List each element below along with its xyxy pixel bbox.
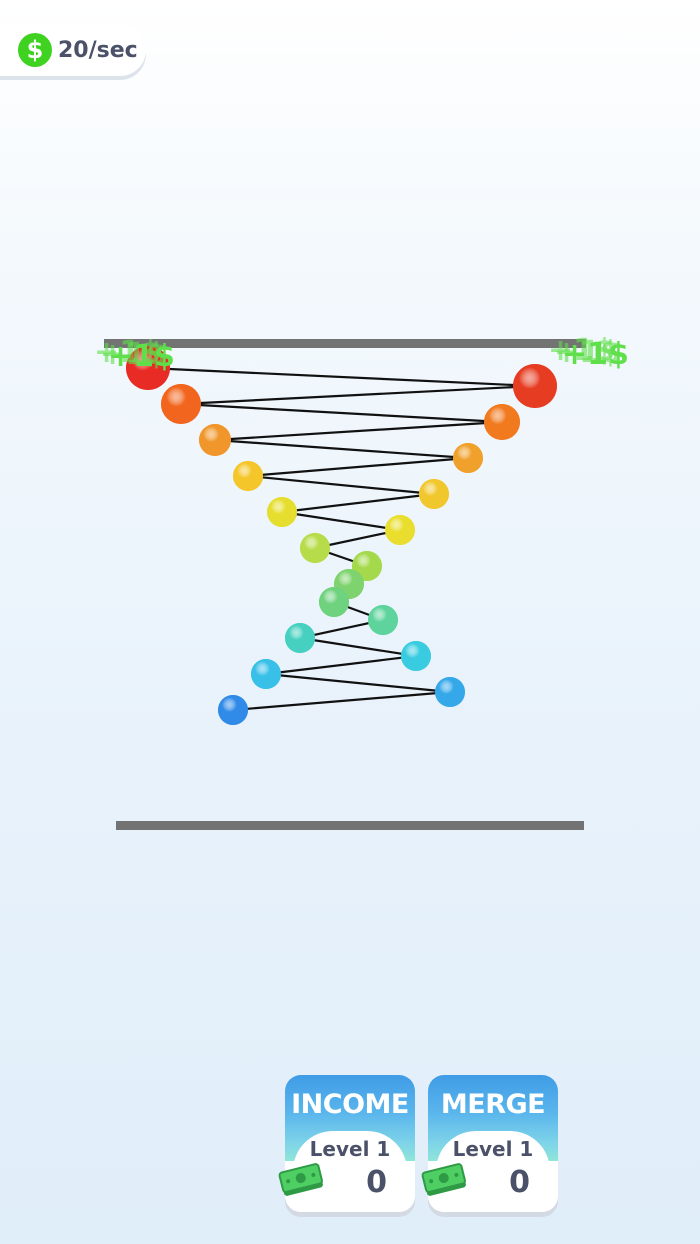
- reward-text: +1$: [554, 335, 621, 370]
- dollar-coin-icon: $: [18, 33, 52, 67]
- rope-segment: [299, 636, 417, 658]
- rope-segment: [247, 474, 435, 496]
- rope-segment: [281, 492, 435, 514]
- ball[interactable]: [126, 346, 170, 390]
- reward-text: +1$: [548, 333, 615, 368]
- rope-segment: [265, 672, 451, 694]
- rope-segment: [180, 402, 503, 424]
- rope-segment: [281, 510, 401, 532]
- income-cost: 0: [366, 1165, 387, 1200]
- ball[interactable]: [300, 533, 330, 563]
- ball[interactable]: [319, 587, 349, 617]
- ball[interactable]: [453, 443, 483, 473]
- income-upgrade-button[interactable]: INCOME Level 1 0: [285, 1075, 415, 1212]
- income-title: INCOME: [291, 1089, 409, 1120]
- merge-cost: 0: [509, 1165, 530, 1200]
- ball[interactable]: [513, 364, 557, 408]
- rope-segment: [214, 420, 503, 442]
- top-bar: [104, 339, 586, 348]
- reward-text: +1$: [94, 335, 161, 370]
- ball[interactable]: [251, 659, 281, 689]
- currency-symbol: $: [26, 36, 44, 64]
- income-level: Level 1: [309, 1137, 391, 1161]
- rope-segment: [247, 456, 469, 478]
- ball[interactable]: [233, 461, 263, 491]
- ball[interactable]: [218, 695, 248, 725]
- reward-text: +1$: [108, 339, 175, 374]
- rope-segment: [147, 366, 536, 388]
- rope-segment: [214, 438, 469, 460]
- merge-title: MERGE: [440, 1089, 546, 1120]
- floating-rewards: +1$+1$+1$+1$+1$+1$: [94, 333, 629, 374]
- income-rate-text: 20/sec: [58, 37, 138, 63]
- rope-segment: [232, 690, 451, 712]
- cash-stack-icon: [278, 1163, 323, 1196]
- rope-lines: [147, 366, 536, 712]
- ball[interactable]: [484, 404, 520, 440]
- reward-text: +1$: [562, 337, 629, 372]
- balls[interactable]: [126, 346, 557, 725]
- ball[interactable]: [435, 677, 465, 707]
- merge-level: Level 1: [452, 1137, 534, 1161]
- ball[interactable]: [419, 479, 449, 509]
- rope-segment: [265, 654, 417, 676]
- ball[interactable]: [401, 641, 431, 671]
- ball[interactable]: [368, 605, 398, 635]
- ball[interactable]: [199, 424, 231, 456]
- ball[interactable]: [267, 497, 297, 527]
- bottom-bar: [116, 821, 584, 830]
- ball[interactable]: [385, 515, 415, 545]
- income-rate-display: $ 20/sec: [0, 24, 146, 76]
- ball[interactable]: [161, 384, 201, 424]
- reward-text: +1$: [100, 337, 167, 372]
- cash-stack-icon: [421, 1163, 466, 1196]
- rope-segment: [180, 384, 536, 406]
- ball[interactable]: [285, 623, 315, 653]
